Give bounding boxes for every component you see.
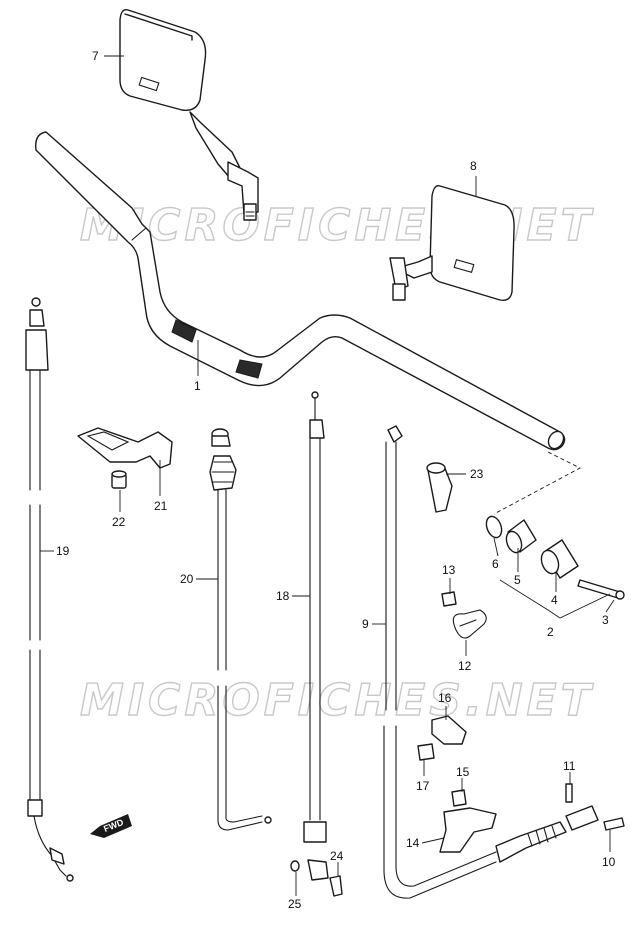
callout-20: 20 xyxy=(180,572,194,586)
callout-17: 17 xyxy=(416,779,430,793)
callout-4: 4 xyxy=(551,593,558,607)
fwd-arrow-icon: FWD xyxy=(90,814,132,838)
callout-21: 21 xyxy=(154,499,168,513)
callout-14: 14 xyxy=(406,836,420,850)
callout-2: 2 xyxy=(547,625,554,639)
bolt-13[interactable] xyxy=(441,591,457,607)
callout-23: 23 xyxy=(470,467,484,481)
cable-9[interactable] xyxy=(383,425,497,899)
callout-9: 9 xyxy=(362,617,369,631)
bolt-15[interactable] xyxy=(451,789,467,807)
callout-3: 3 xyxy=(602,613,609,627)
callouts: 7 8 1 19 20 18 9 21 22 23 6 5 4 3 2 13 1… xyxy=(56,49,616,911)
watermark-bottom: MICROFICHES.NET xyxy=(80,675,595,726)
bracket-21[interactable] xyxy=(77,427,173,469)
callout-22: 22 xyxy=(112,515,126,529)
callout-8: 8 xyxy=(470,159,477,173)
callout-12: 12 xyxy=(458,659,472,673)
bolt-22[interactable] xyxy=(111,470,127,489)
watermark-top: MICROFICHES.NET xyxy=(80,200,595,251)
callout-6: 6 xyxy=(492,557,499,571)
cable-20[interactable] xyxy=(209,428,272,831)
clip-12[interactable] xyxy=(452,609,487,639)
callout-11: 11 xyxy=(563,759,576,773)
bolt-17[interactable] xyxy=(417,743,435,761)
callout-16: 16 xyxy=(438,691,452,705)
callout-15: 15 xyxy=(456,765,470,779)
callout-13: 13 xyxy=(442,563,456,577)
callout-7: 7 xyxy=(92,49,99,63)
cable-18[interactable] xyxy=(303,391,329,881)
callout-18: 18 xyxy=(276,589,290,603)
callout-25: 25 xyxy=(288,897,302,911)
handlebar[interactable] xyxy=(35,131,567,451)
screw-3 xyxy=(577,579,621,599)
cable-19[interactable] xyxy=(25,297,74,882)
bolt-10[interactable] xyxy=(603,817,625,831)
callout-19: 19 xyxy=(56,544,70,558)
grip-assembly[interactable] xyxy=(484,514,625,619)
bracket-16[interactable] xyxy=(431,715,467,745)
mirror-left[interactable] xyxy=(119,9,259,221)
callout-1: 1 xyxy=(194,379,201,393)
callout-5: 5 xyxy=(514,573,521,587)
callout-10: 10 xyxy=(602,855,616,869)
washer-6 xyxy=(485,515,503,539)
mirror-right[interactable] xyxy=(389,185,515,302)
cable-end[interactable] xyxy=(495,805,599,863)
bolt-24[interactable] xyxy=(329,875,343,897)
pin-11[interactable] xyxy=(565,783,573,803)
boot-23[interactable] xyxy=(426,462,453,513)
lever-14[interactable] xyxy=(439,807,497,853)
callout-24: 24 xyxy=(330,849,344,863)
leader-lines xyxy=(40,55,615,896)
washer-25[interactable] xyxy=(290,860,300,872)
